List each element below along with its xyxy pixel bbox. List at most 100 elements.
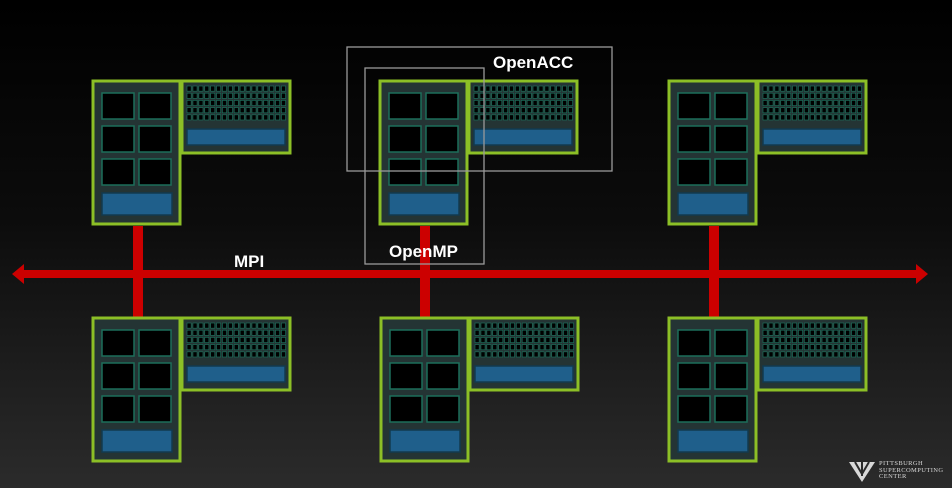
gpu-core bbox=[210, 114, 216, 121]
gpu-core bbox=[821, 329, 827, 336]
gpu-core bbox=[198, 100, 204, 106]
gpu-core bbox=[551, 351, 557, 358]
gpu-core bbox=[845, 337, 851, 343]
gpu-core bbox=[263, 344, 269, 351]
gpu-core bbox=[251, 351, 257, 358]
gpu-core bbox=[827, 100, 833, 106]
gpu-core bbox=[491, 92, 497, 99]
gpu-core bbox=[245, 114, 251, 121]
gpu-core bbox=[198, 322, 204, 329]
gpu-core bbox=[233, 114, 239, 121]
gpu-core bbox=[774, 114, 780, 121]
gpu-core bbox=[222, 92, 227, 99]
cpu-core bbox=[101, 362, 135, 390]
gpu-core bbox=[545, 329, 551, 336]
gpu-card bbox=[467, 79, 579, 155]
gpu-core bbox=[509, 100, 514, 106]
gpu-core bbox=[210, 100, 216, 106]
gpu-core bbox=[198, 114, 204, 121]
gpu-core bbox=[204, 344, 210, 351]
gpu-core bbox=[222, 100, 227, 106]
gpu-core bbox=[227, 114, 233, 121]
gpu-core bbox=[780, 337, 786, 343]
gpu-core bbox=[186, 107, 192, 114]
cpu-core bbox=[101, 158, 135, 186]
gpu-core bbox=[486, 322, 492, 329]
psc-logo-icon bbox=[849, 462, 875, 482]
gpu-core bbox=[233, 92, 239, 99]
gpu-core bbox=[263, 337, 269, 343]
gpu-core bbox=[504, 351, 510, 358]
gpu-core bbox=[780, 85, 786, 92]
gpu-core bbox=[275, 85, 281, 92]
gpu-core bbox=[815, 329, 821, 336]
compute-node-4 bbox=[91, 316, 292, 463]
cpu-core bbox=[426, 395, 460, 423]
cpu-core bbox=[677, 329, 711, 357]
cpu-memory bbox=[677, 429, 749, 453]
gpu-core bbox=[198, 107, 204, 114]
gpu-core bbox=[845, 344, 851, 351]
gpu-core bbox=[845, 92, 851, 99]
gpu-core bbox=[514, 114, 520, 121]
gpu-core bbox=[514, 107, 520, 114]
gpu-core bbox=[281, 337, 286, 343]
gpu-core bbox=[269, 337, 275, 343]
gpu-core bbox=[497, 100, 503, 106]
gpu-core bbox=[510, 337, 515, 343]
gpu-core bbox=[798, 337, 803, 343]
gpu-core bbox=[762, 114, 768, 121]
gpu-core bbox=[569, 337, 574, 343]
gpu-core bbox=[233, 344, 239, 351]
gpu-core bbox=[210, 351, 216, 358]
cpu-core bbox=[138, 362, 172, 390]
gpu-core bbox=[515, 329, 521, 336]
gpu-core bbox=[809, 322, 815, 329]
gpu-core bbox=[833, 92, 839, 99]
gpu-core bbox=[216, 92, 222, 99]
cpu-core bbox=[101, 92, 135, 120]
gpu-core bbox=[227, 92, 233, 99]
gpu-core bbox=[792, 85, 798, 92]
gpu-core bbox=[563, 329, 569, 336]
gpu-core bbox=[786, 114, 792, 121]
gpu-core bbox=[527, 344, 533, 351]
gpu-core bbox=[492, 344, 498, 351]
gpu-core bbox=[532, 114, 538, 121]
gpu-core bbox=[562, 114, 568, 121]
gpu-core bbox=[821, 351, 827, 358]
gpu-core bbox=[538, 92, 544, 99]
gpu-core bbox=[786, 107, 792, 114]
mpi-arrow-right bbox=[916, 264, 928, 284]
gpu-core bbox=[204, 92, 210, 99]
gpu-core bbox=[851, 322, 857, 329]
gpu-core bbox=[562, 100, 568, 106]
cpu-core bbox=[714, 158, 748, 186]
gpu-core bbox=[762, 107, 768, 114]
gpu-core bbox=[857, 337, 862, 343]
gpu-core bbox=[222, 351, 227, 358]
gpu-core bbox=[762, 351, 768, 358]
gpu-core bbox=[550, 100, 556, 106]
gpu-core bbox=[192, 351, 198, 358]
gpu-core bbox=[521, 337, 527, 343]
gpu-core bbox=[210, 329, 216, 336]
gpu-core bbox=[851, 351, 857, 358]
gpu-core bbox=[198, 329, 204, 336]
gpu-core bbox=[833, 100, 839, 106]
gpu-core bbox=[803, 114, 809, 121]
gpu-core bbox=[780, 329, 786, 336]
cpu-core bbox=[677, 362, 711, 390]
gpu-core bbox=[485, 114, 491, 121]
gpu-core bbox=[803, 100, 809, 106]
gpu-core bbox=[786, 322, 792, 329]
gpu-core bbox=[198, 337, 204, 343]
gpu-core bbox=[798, 322, 803, 329]
gpu-core bbox=[520, 100, 526, 106]
gpu-core bbox=[216, 351, 222, 358]
gpu-core bbox=[216, 114, 222, 121]
gpu-core bbox=[210, 344, 216, 351]
gpu-core bbox=[851, 92, 857, 99]
gpu-core bbox=[526, 114, 532, 121]
gpu-core bbox=[245, 92, 251, 99]
